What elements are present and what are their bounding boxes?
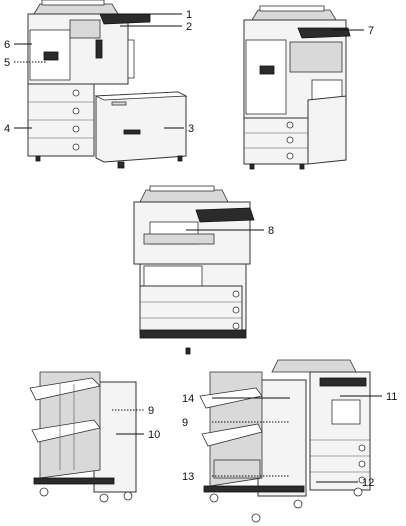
callout-3: 3 bbox=[188, 123, 194, 135]
callout-14: 14 bbox=[182, 393, 194, 405]
callout-11: 11 bbox=[386, 391, 397, 403]
finisher-body bbox=[257, 379, 307, 497]
callout-4: 4 bbox=[4, 123, 10, 135]
callout-5: 5 bbox=[4, 57, 10, 69]
finisher-body bbox=[93, 381, 137, 493]
document-feeder bbox=[251, 9, 337, 21]
callout-8: 8 bbox=[268, 225, 274, 237]
lower-tray bbox=[31, 419, 101, 443]
callout-9a: 9 bbox=[148, 405, 154, 417]
upper-tray bbox=[29, 377, 101, 401]
callout-9b: 9 bbox=[182, 417, 188, 429]
callout-12: 12 bbox=[362, 477, 374, 489]
main-unit bbox=[309, 371, 371, 491]
lower-tray bbox=[201, 423, 263, 447]
callout-1: 1 bbox=[186, 9, 192, 21]
callout-13: 13 bbox=[182, 471, 194, 483]
control-panel bbox=[99, 13, 151, 25]
machine-standard bbox=[243, 5, 351, 170]
standalone-finisher bbox=[29, 371, 137, 503]
machine-with-paper-deck bbox=[27, 0, 188, 169]
callout-2: 2 bbox=[186, 21, 192, 33]
document-feeder bbox=[33, 3, 119, 15]
paper-drawers bbox=[243, 117, 309, 165]
paper-deck bbox=[95, 91, 187, 163]
machine-center bbox=[133, 185, 255, 355]
inner-finisher-tray bbox=[143, 233, 215, 245]
machine-with-finisher bbox=[199, 359, 371, 523]
control-panel bbox=[195, 207, 255, 223]
document-feeder bbox=[271, 359, 357, 373]
booklet-tray bbox=[213, 459, 261, 479]
callout-7: 7 bbox=[368, 25, 374, 37]
document-feeder bbox=[139, 189, 229, 203]
callout-6: 6 bbox=[4, 39, 10, 51]
callout-10: 10 bbox=[148, 429, 160, 441]
